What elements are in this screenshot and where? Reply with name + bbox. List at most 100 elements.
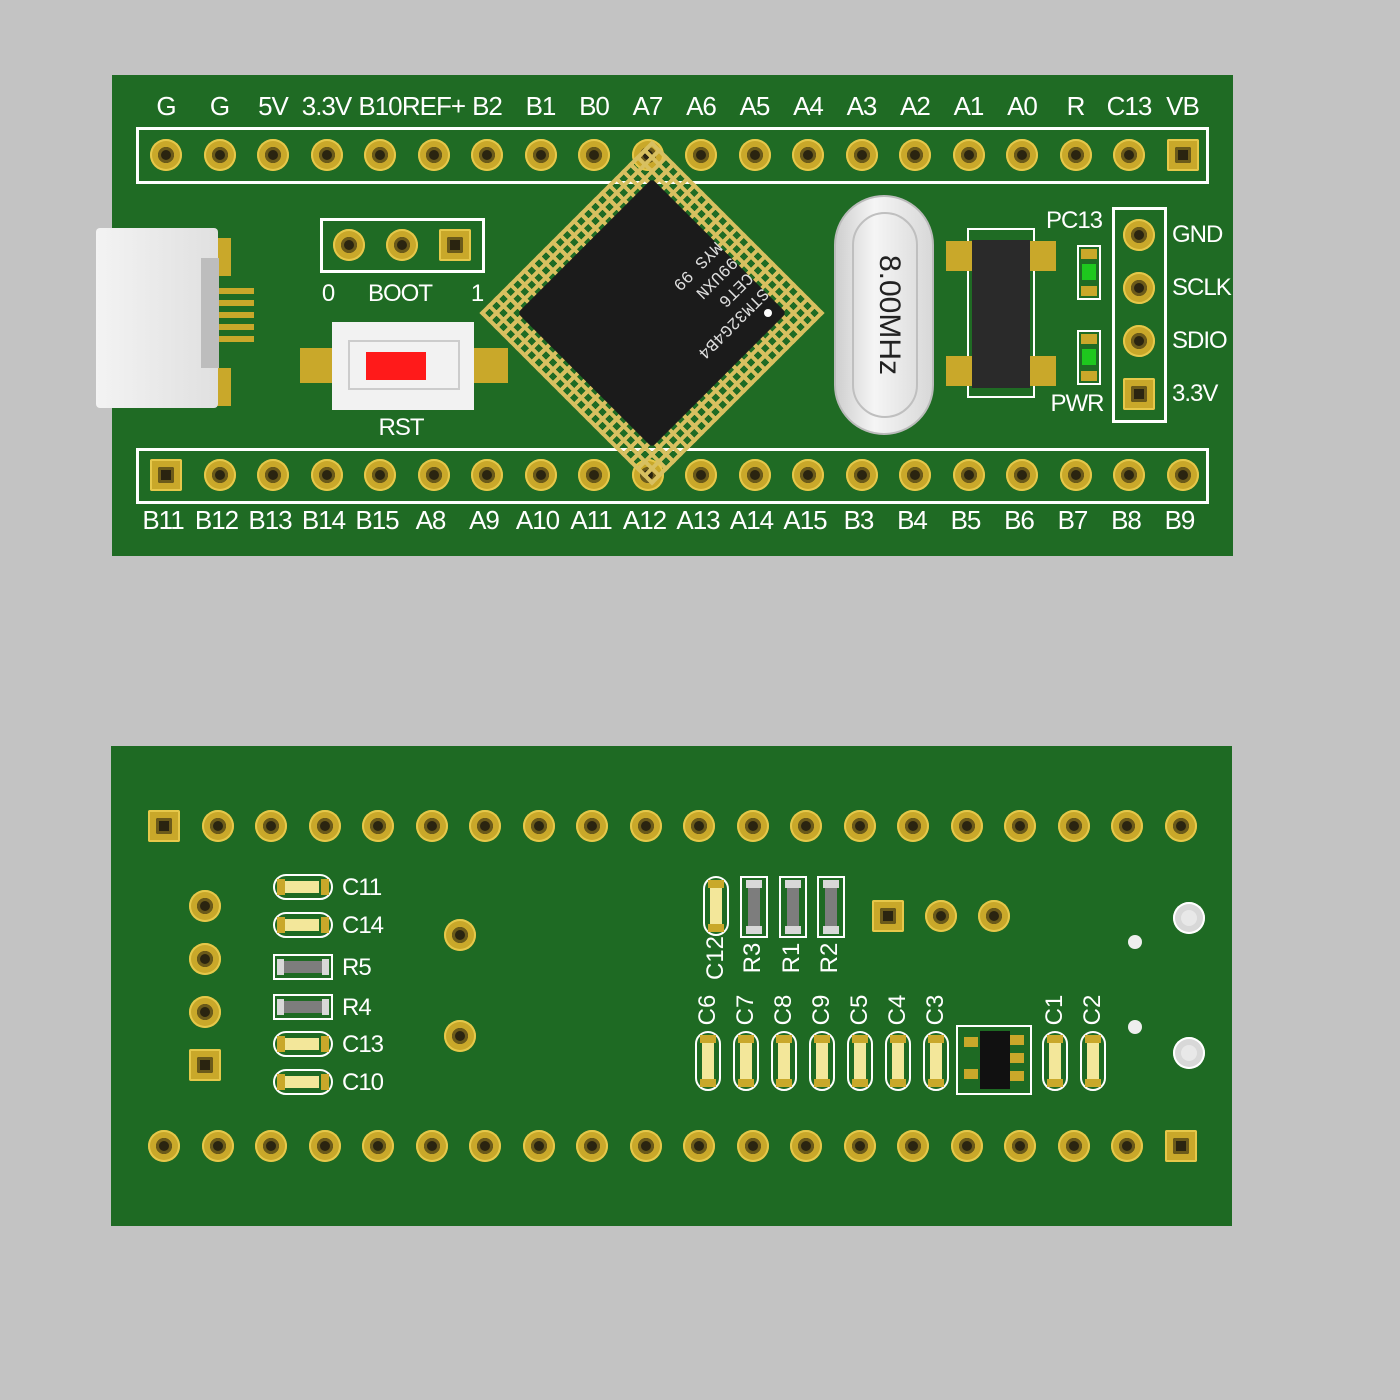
back-pad	[629, 1130, 662, 1162]
led-pc13-label: PC13	[1045, 207, 1103, 234]
back-pad	[308, 1130, 341, 1162]
capacitor	[703, 876, 729, 936]
back-pad	[148, 810, 180, 842]
top-pin-label: A6	[686, 91, 717, 121]
bottom-pin-label: B5	[950, 505, 982, 535]
back-pad	[683, 1130, 715, 1162]
top-pin-pad[interactable]	[417, 139, 450, 171]
top-pin-pad[interactable]	[685, 139, 717, 171]
part-label: C1	[1041, 994, 1068, 1026]
bottom-pin-pad[interactable]	[792, 459, 824, 491]
bottom-pin-pad[interactable]	[1059, 459, 1092, 491]
bottom-pin-pad[interactable]	[845, 459, 878, 491]
top-pin-label: REF+	[401, 91, 466, 121]
back-swd-pad	[189, 943, 221, 975]
bottom-pin-pad[interactable]	[150, 459, 182, 491]
bottom-pin-pad[interactable]	[685, 459, 717, 491]
bottom-pin-pad[interactable]	[899, 459, 931, 491]
top-pin-pad[interactable]	[524, 139, 557, 171]
bottom-pin-pad[interactable]	[257, 459, 289, 491]
bottom-pin-pad[interactable]	[738, 459, 771, 491]
bottom-pin-pad[interactable]	[310, 459, 343, 491]
bottom-pin-pad[interactable]	[524, 459, 557, 491]
reset-button[interactable]	[300, 322, 508, 410]
capacitor	[847, 1031, 873, 1091]
swd-pin-pad[interactable]	[1123, 378, 1155, 410]
back-pad	[897, 810, 929, 842]
bottom-pin-label: A9	[469, 505, 500, 535]
top-pin-label: A3	[846, 91, 878, 121]
back-pad	[790, 1130, 822, 1162]
back-pad	[843, 1130, 876, 1162]
back-swd-pad	[189, 996, 221, 1028]
top-pin-pad[interactable]	[471, 139, 503, 171]
boot-pin-0[interactable]	[333, 229, 365, 261]
bottom-pin-pad[interactable]	[471, 459, 503, 491]
top-pin-pad[interactable]	[1166, 139, 1199, 171]
top-pin-pad[interactable]	[310, 139, 343, 171]
pcb-bottom-view	[111, 746, 1232, 1226]
top-pin-pad[interactable]	[792, 139, 824, 171]
bottom-pin-pad[interactable]	[1006, 459, 1038, 491]
top-pin-label: R	[1066, 91, 1086, 121]
bottom-pin-pad[interactable]	[364, 459, 396, 491]
top-pin-pad[interactable]	[203, 139, 236, 171]
back-pad	[1057, 810, 1090, 842]
swd-pin-pad[interactable]	[1123, 272, 1155, 304]
back-pad	[362, 1130, 394, 1162]
back-pad	[255, 1130, 287, 1162]
top-pin-pad[interactable]	[578, 139, 610, 171]
top-pin-pad[interactable]	[1006, 139, 1038, 171]
regulator-pad-1	[946, 241, 972, 271]
bottom-pin-label: B4	[897, 505, 928, 535]
regulator-pad-2	[1030, 241, 1056, 271]
swd-pin-pad[interactable]	[1123, 219, 1155, 251]
swd-pin-label: SCLK	[1172, 274, 1232, 301]
resistor	[779, 876, 807, 938]
bottom-pin-pad[interactable]	[417, 459, 450, 491]
regulator-pad-4	[1030, 356, 1056, 386]
capacitor	[923, 1031, 949, 1091]
back-pad	[201, 1130, 234, 1162]
back-swd-pad	[189, 890, 221, 922]
bottom-pin-label: B13	[248, 505, 292, 535]
bottom-pin-label: A12	[622, 505, 667, 535]
crystal-inner	[852, 212, 918, 418]
bottom-pin-pad[interactable]	[952, 459, 985, 491]
back-pad	[736, 1130, 769, 1162]
bottom-pin-pad[interactable]	[1113, 459, 1145, 491]
top-pin-pad[interactable]	[952, 139, 985, 171]
swd-pin-pad[interactable]	[1123, 325, 1155, 357]
top-pin-label: C13	[1106, 91, 1153, 121]
top-pin-label: G	[209, 91, 230, 121]
top-pin-pad[interactable]	[899, 139, 931, 171]
bottom-pin-label: A10	[515, 505, 560, 535]
capacitor	[273, 874, 333, 900]
led-pwr-label: PWR	[1050, 390, 1105, 417]
part-label: C14	[342, 912, 384, 939]
top-pin-pad[interactable]	[738, 139, 771, 171]
top-pin-pad[interactable]	[1059, 139, 1092, 171]
bottom-pin-pad[interactable]	[1166, 459, 1199, 491]
bottom-pin-label: B7	[1057, 505, 1089, 535]
boot-pin-1[interactable]	[439, 229, 471, 261]
back-pad	[576, 810, 608, 842]
bottom-pin-pad[interactable]	[203, 459, 236, 491]
capacitor	[273, 912, 333, 938]
via-2	[444, 1020, 476, 1052]
bottom-pin-label: B6	[1004, 505, 1035, 535]
swd-pin-label: GND	[1172, 221, 1223, 248]
sot-regulator	[956, 1025, 1032, 1095]
resistor	[273, 954, 333, 980]
top-pin-pad[interactable]	[257, 139, 289, 171]
top-pin-label: A7	[632, 91, 664, 121]
top-pin-pad[interactable]	[150, 139, 182, 171]
boot-pin-mid[interactable]	[386, 229, 418, 261]
led-pwr	[1077, 330, 1101, 385]
back-pad	[469, 1130, 501, 1162]
top-pin-pad[interactable]	[1113, 139, 1145, 171]
top-pin-pad[interactable]	[364, 139, 396, 171]
top-pin-pad[interactable]	[845, 139, 878, 171]
boot-label: BOOT	[367, 280, 433, 307]
bottom-pin-pad[interactable]	[578, 459, 610, 491]
